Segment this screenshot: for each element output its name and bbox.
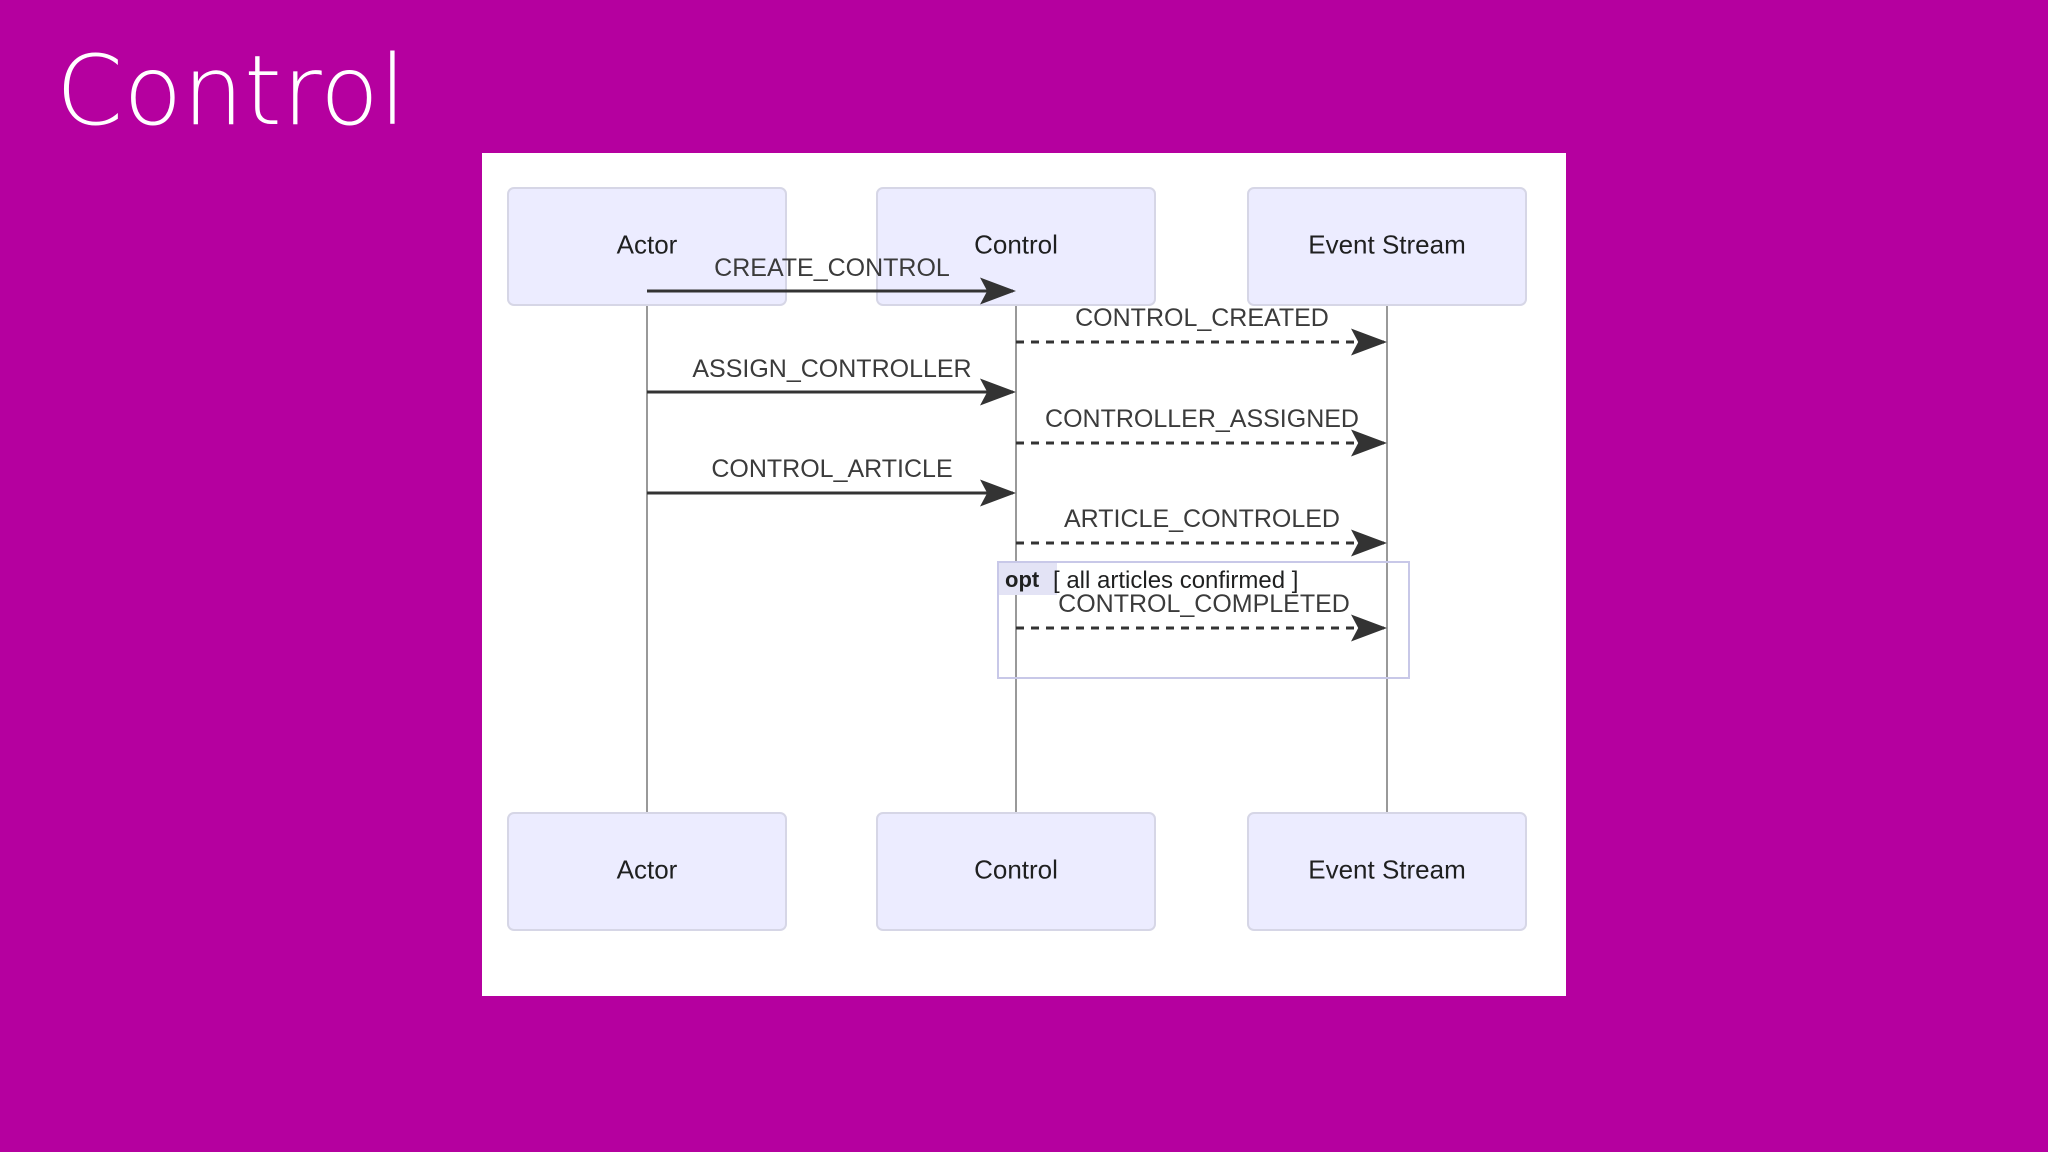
- message-label: CONTROL_ARTICLE: [711, 455, 952, 483]
- participant-box: [876, 187, 1156, 306]
- participant-label-event-stream: Event Stream: [1308, 229, 1466, 259]
- message-control-article: CONTROL_ARTICLE: [647, 455, 1016, 507]
- message-controller-assigned: CONTROLLER_ASSIGNED: [1016, 405, 1387, 457]
- participant-actor-bottom[interactable]: Actor: [507, 812, 787, 931]
- fragment-kind-label: opt: [1005, 567, 1040, 592]
- participant-box: [1247, 812, 1527, 931]
- fragment-condition-label: [ all articles confirmed ]: [1053, 567, 1298, 594]
- participant-box: [507, 812, 787, 931]
- participant-box: [1247, 187, 1527, 306]
- message-control-created: CONTROL_CREATED: [1016, 304, 1387, 356]
- message-label: CONTROL_CREATED: [1075, 304, 1329, 332]
- participant-label-control: Control: [974, 229, 1058, 259]
- lifelines: [646, 305, 1388, 813]
- participant-label-actor: Actor: [617, 229, 678, 259]
- participant-control-top[interactable]: Control: [876, 187, 1156, 306]
- participant-label-event-stream: Event Stream: [1308, 854, 1466, 884]
- message-label: ASSIGN_CONTROLLER: [692, 355, 971, 383]
- sequence-diagram: Actor Control Event Stream CREATE_CONTRO…: [507, 187, 1527, 931]
- message-create-control: CREATE_CONTROL: [647, 254, 1016, 305]
- participant-event-stream-top[interactable]: Event Stream: [1247, 187, 1527, 306]
- participant-label-actor: Actor: [617, 854, 678, 884]
- message-control-completed: CONTROL_COMPLETED: [1016, 590, 1387, 642]
- message-assign-controller: ASSIGN_CONTROLLER: [647, 355, 1016, 406]
- message-label: CREATE_CONTROL: [714, 254, 950, 282]
- page-title: Control: [56, 35, 407, 147]
- message-label: ARTICLE_CONTROLED: [1064, 505, 1340, 533]
- diagram-panel: Actor Control Event Stream CREATE_CONTRO…: [482, 153, 1566, 996]
- participant-actor-top[interactable]: Actor: [507, 187, 787, 306]
- participant-control-bottom[interactable]: Control: [876, 812, 1156, 931]
- message-article-controled: ARTICLE_CONTROLED: [1016, 505, 1387, 557]
- participant-box: [507, 187, 787, 306]
- participant-label-control: Control: [974, 854, 1058, 884]
- opt-fragment: opt [ all articles confirmed ] CONTROL_C…: [997, 561, 1410, 679]
- participant-event-stream-bottom[interactable]: Event Stream: [1247, 812, 1527, 931]
- fragment-label-tab: [999, 563, 1057, 595]
- fragment-box: [997, 561, 1410, 679]
- message-label: CONTROL_COMPLETED: [1058, 590, 1350, 618]
- participant-box: [876, 812, 1156, 931]
- message-label: CONTROLLER_ASSIGNED: [1045, 405, 1359, 433]
